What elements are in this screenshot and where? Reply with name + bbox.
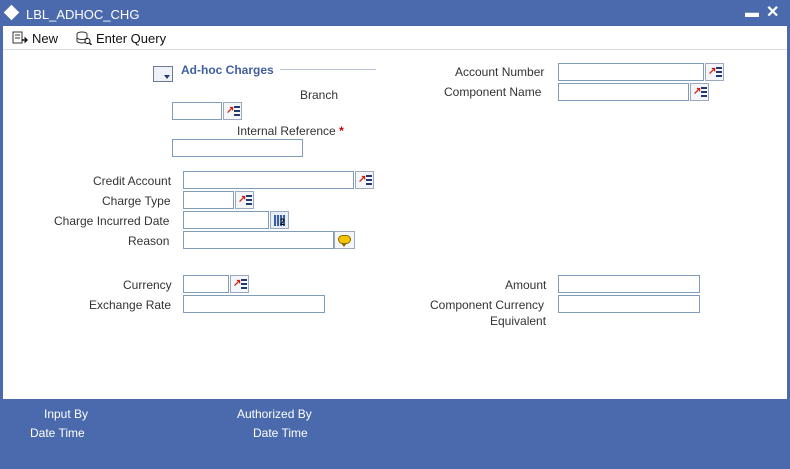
- authorized-date-time-label: Date Time: [253, 426, 308, 440]
- charge-incurred-date-label: Charge Incurred Date: [54, 214, 170, 228]
- toolbar: New Enter Query: [3, 26, 787, 50]
- new-label: New: [32, 30, 59, 46]
- audit-footer: Input By Date Time Authorized By Date Ti…: [0, 399, 790, 469]
- internal-reference-label-text: Internal Reference: [237, 124, 336, 138]
- lov-list-icon: [701, 87, 707, 97]
- speech-bubble-tail-icon: [341, 243, 347, 247]
- authorized-by-label: Authorized By: [237, 407, 312, 421]
- reason-input[interactable]: [183, 231, 334, 249]
- currency-lov-button[interactable]: ↗: [230, 275, 249, 293]
- database-query-icon: [76, 31, 92, 46]
- window-title: LBL_ADHOC_CHG: [26, 7, 140, 22]
- input-by-label: Input By: [44, 407, 89, 421]
- reason-label: Reason: [128, 234, 170, 248]
- internal-reference-label: Internal Reference *: [237, 124, 344, 138]
- required-marker: *: [339, 124, 344, 138]
- component-name-lov-button[interactable]: ↗: [690, 83, 709, 101]
- lov-arrow-icon: ↗: [358, 174, 367, 185]
- minimize-button[interactable]: ▬: [745, 4, 759, 20]
- close-button[interactable]: ✕: [766, 4, 780, 21]
- component-currency-equivalent-input[interactable]: [558, 295, 700, 313]
- calendar-button[interactable]: 2: [270, 211, 289, 229]
- account-number-input[interactable]: [558, 63, 704, 81]
- new-document-icon: [12, 31, 28, 45]
- lov-list-icon: [366, 175, 372, 185]
- branch-label: Branch: [300, 88, 339, 102]
- branch-input[interactable]: [172, 102, 222, 120]
- lov-arrow-icon: ↗: [693, 86, 702, 97]
- section-title: Ad-hoc Charges: [181, 63, 274, 77]
- lov-arrow-icon: ↗: [708, 66, 717, 77]
- app-diamond-icon: [3, 4, 20, 21]
- section-collapse-icon[interactable]: [153, 66, 173, 82]
- component-currency-equivalent-label-line2: Equivalent: [490, 314, 547, 328]
- lov-arrow-icon: ↗: [226, 105, 235, 116]
- credit-account-label: Credit Account: [93, 174, 172, 188]
- lov-list-icon: [246, 195, 252, 205]
- calendar-icon: [274, 215, 285, 226]
- lov-arrow-icon: ↗: [233, 278, 242, 289]
- component-currency-equivalent-label: Component Currency: [430, 298, 545, 312]
- currency-label: Currency: [123, 278, 172, 292]
- amount-input[interactable]: [558, 275, 700, 293]
- lov-list-icon: [716, 67, 722, 77]
- reason-comment-button[interactable]: [334, 231, 355, 249]
- account-number-label: Account Number: [455, 65, 545, 79]
- enter-query-button[interactable]: Enter Query: [76, 29, 166, 47]
- internal-reference-input[interactable]: [172, 139, 303, 157]
- form-content: New Enter Query Ad-hoc Charges: [3, 26, 787, 399]
- component-name-label: Component Name: [444, 85, 542, 99]
- charge-type-label: Charge Type: [102, 194, 171, 208]
- charge-type-lov-button[interactable]: ↗: [235, 191, 254, 209]
- lov-list-icon: [241, 279, 247, 289]
- lov-list-icon: [234, 106, 240, 116]
- credit-account-input[interactable]: [183, 171, 354, 189]
- input-date-time-label: Date Time: [30, 426, 85, 440]
- charge-incurred-date-input[interactable]: [183, 211, 269, 229]
- currency-input[interactable]: [183, 275, 229, 293]
- new-button[interactable]: New: [12, 29, 58, 47]
- branch-lov-button[interactable]: ↗: [223, 102, 242, 120]
- title-bar: LBL_ADHOC_CHG ▬ ✕: [0, 0, 790, 26]
- credit-account-lov-button[interactable]: ↗: [355, 171, 374, 189]
- enter-query-label: Enter Query: [96, 30, 167, 46]
- charge-type-input[interactable]: [183, 191, 234, 209]
- lov-arrow-icon: ↗: [238, 194, 247, 205]
- exchange-rate-input[interactable]: [183, 295, 325, 313]
- component-name-input[interactable]: [558, 83, 689, 101]
- amount-label: Amount: [505, 278, 547, 292]
- calendar-number-icon: 2: [280, 217, 286, 227]
- section-divider: [280, 69, 376, 70]
- account-number-lov-button[interactable]: ↗: [705, 63, 724, 81]
- exchange-rate-label: Exchange Rate: [89, 298, 172, 312]
